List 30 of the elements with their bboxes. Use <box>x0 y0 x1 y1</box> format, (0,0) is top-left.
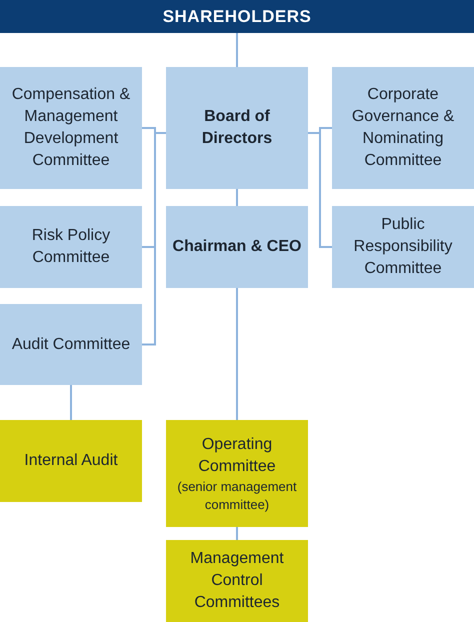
connector-line <box>236 189 238 206</box>
node-title: SHAREHOLDERS <box>162 6 312 28</box>
header-bar <box>0 0 474 33</box>
node-title: Compensation & Management Development Committee <box>10 85 132 171</box>
connector-line <box>236 527 238 540</box>
node-title: Internal Audit <box>24 451 118 471</box>
node-title: Public Responsibility Committee <box>352 215 454 279</box>
connector-line <box>236 288 238 420</box>
node-title: Audit Committee <box>12 334 130 354</box>
management-box <box>0 420 142 502</box>
node-title: Chairman & CEO <box>172 237 302 257</box>
connector-line <box>70 385 72 420</box>
committee-box <box>0 304 142 385</box>
connector-line <box>236 33 238 67</box>
node-title: Management Control Committees <box>189 549 285 613</box>
leadership-box <box>166 206 308 288</box>
management-box <box>166 420 308 527</box>
committee-box <box>332 206 474 288</box>
leadership-box <box>166 67 308 189</box>
node-title: Board of Directors <box>200 107 274 149</box>
node-title: Risk Policy Committee <box>30 226 112 268</box>
committee-box <box>0 67 142 189</box>
connector-line <box>308 132 332 248</box>
management-box <box>166 540 308 622</box>
node-subtitle: (senior management committee) <box>176 478 298 514</box>
node-title: Operating Committee <box>197 434 277 476</box>
connector-line <box>142 132 166 346</box>
committee-box <box>332 67 474 189</box>
node-title: Corporate Governance & Nominating Committee <box>350 85 456 171</box>
committee-box <box>0 206 142 288</box>
